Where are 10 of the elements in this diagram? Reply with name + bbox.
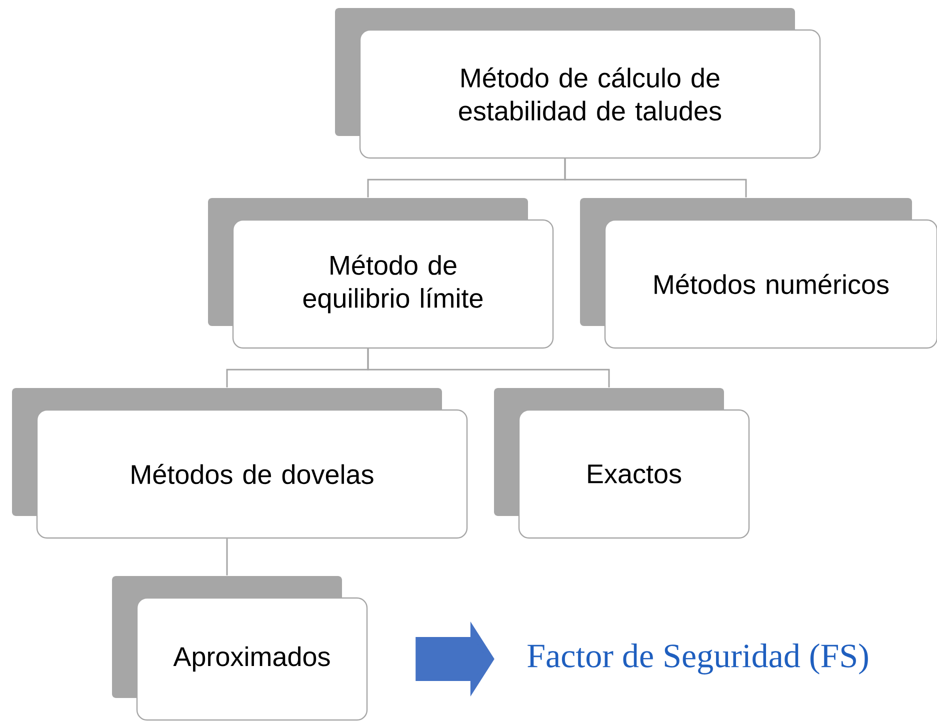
connector-line [367,348,610,388]
process-box: Método de cálculo de estabilidad de taludes [335,8,821,159]
process-box: Aproximados [112,576,368,721]
process-box: Métodos de dovelas [12,388,468,539]
connector-line [564,158,747,198]
connector-line [226,538,228,576]
process-box: Exactos [494,388,750,539]
process-box: Método de equilibrio límite [208,198,554,349]
result-text: Factor de Seguridad (FS) [528,644,868,674]
process-box: Métodos numéricos [580,198,937,349]
